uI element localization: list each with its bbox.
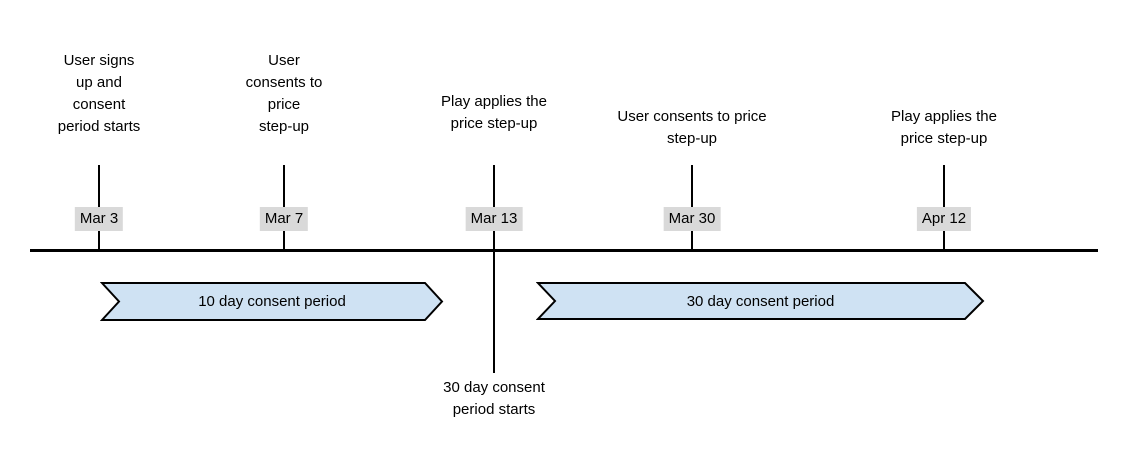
ribbon-arrow-shape [536, 282, 985, 320]
event-label-mar-3: User signs up and consent period starts [57, 52, 141, 135]
consent-period-banner-30-day-label: 30 day consent period [686, 292, 835, 310]
event-tick-mar-13-extension [493, 250, 495, 373]
event-label-mar-13: Play applies the price step-up [441, 93, 547, 132]
consent-period-banner-10-day-label: 10 day consent period [198, 293, 346, 310]
event-label-mar-30: User consents to price step-up [617, 108, 767, 147]
timeline-axis [30, 249, 1098, 252]
date-badge-mar-30: Mar 30 [663, 207, 721, 231]
date-badge-mar-7: Mar 7 [259, 207, 309, 231]
date-badge-apr-12: Apr 12 [916, 207, 972, 231]
consent-period-banner-30-day: 30 day consent period [536, 281, 985, 321]
consent-period-banner-10-day: 10 day consent period [100, 281, 444, 322]
event-label-mar-7: User consents to price step-up [245, 52, 323, 135]
date-badge-mar-13: Mar 13 [465, 207, 523, 231]
below-label-mar-13: 30 day consent period starts [443, 379, 545, 418]
event-label-apr-12: Play applies the price step-up [891, 108, 997, 147]
ribbon-arrow-shape [100, 282, 444, 321]
date-badge-mar-3: Mar 3 [74, 207, 124, 231]
